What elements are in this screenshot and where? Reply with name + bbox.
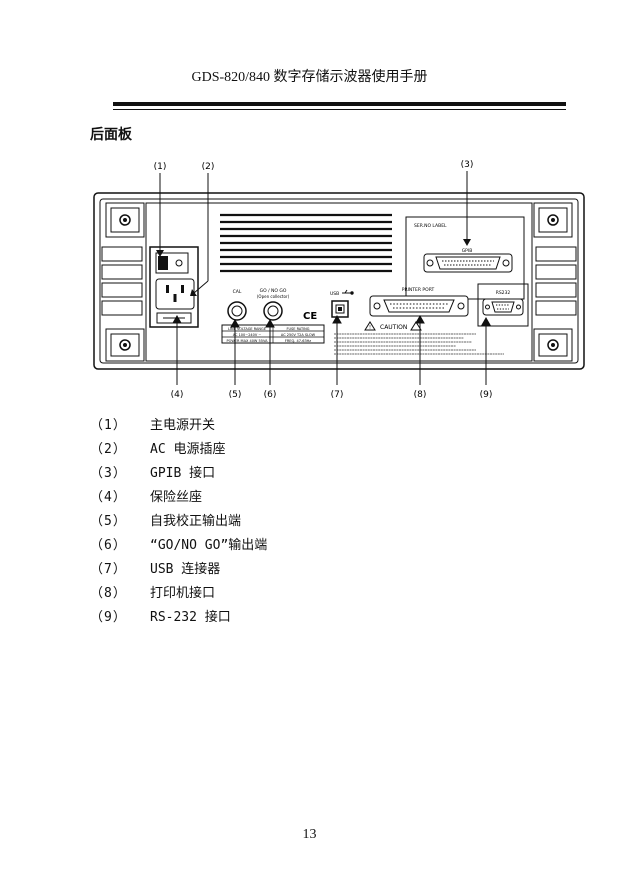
- gpib-label: GPIB: [462, 248, 473, 254]
- list-item: （8） 打印机接口: [90, 582, 267, 606]
- callout-5: (5): [229, 390, 242, 400]
- list-item: （5） 自我校正输出端: [90, 510, 267, 534]
- item-number: （7）: [90, 562, 127, 577]
- list-item: （1） 主电源开关: [90, 414, 267, 438]
- serial-label-text: SER.NO LABEL: [414, 223, 447, 229]
- foot-bottom-right: [533, 328, 573, 362]
- item-text: GPIB 接口: [150, 466, 216, 481]
- callout-6: (6): [264, 390, 277, 400]
- list-item: （2） AC 电源插座: [90, 438, 267, 462]
- item-text: 自我校正输出端: [150, 514, 242, 529]
- chassis-outer: [93, 192, 585, 370]
- callout-1: (1): [154, 162, 167, 172]
- gonogo-sublabel: (Open collector): [257, 294, 290, 299]
- item-number: （6）: [90, 538, 127, 553]
- callout-7: (7): [331, 390, 344, 400]
- list-item: （4） 保险丝座: [90, 486, 267, 510]
- callout-8: (8): [414, 390, 427, 400]
- usb-port: [331, 300, 349, 318]
- spec-cell: AC 250V T2A SLOW: [281, 333, 316, 337]
- usb-label: USB: [330, 291, 339, 297]
- chassis-inner: [99, 198, 579, 364]
- list-item: （6） “GO/NO GO”输出端: [90, 534, 267, 558]
- item-text: RS-232 接口: [150, 610, 231, 625]
- callout-leaders: [172, 314, 491, 385]
- foot-top-right: [533, 202, 573, 238]
- spec-cell: LINE VOLTAGE RANGE: [228, 327, 266, 331]
- item-number: （5）: [90, 514, 127, 529]
- foot-top-left: [105, 202, 145, 238]
- printer-port: [369, 295, 469, 317]
- cal-label: CAL: [233, 289, 242, 295]
- spec-cell: AC 100~240V ~: [233, 333, 262, 337]
- item-text: 保险丝座: [150, 490, 203, 505]
- usb-icon: [342, 289, 354, 295]
- rear-plate: [145, 202, 533, 362]
- item-text: AC 电源插座: [150, 442, 226, 457]
- item-text: 主电源开关: [150, 418, 216, 433]
- section-title: 后面板: [90, 127, 132, 143]
- rear-panel-figure: (1) (2) (3): [84, 153, 594, 406]
- item-number: （9）: [90, 610, 127, 625]
- item-text: 打印机接口: [150, 586, 216, 601]
- gonogo-terminal: [263, 301, 283, 321]
- item-number: （3）: [90, 466, 127, 481]
- item-number: （2）: [90, 442, 127, 457]
- item-text: USB 连接器: [150, 562, 221, 577]
- callout-3: (3): [461, 160, 474, 170]
- side-ribs-right: [535, 246, 577, 316]
- spec-cell: FUSE RATING: [286, 327, 309, 331]
- spec-table: LINE VOLTAGE RANGE FUSE RATING AC 100~24…: [221, 324, 325, 344]
- callout-9: (9): [480, 390, 493, 400]
- cal-terminal: [227, 301, 247, 321]
- list-item: （3） GPIB 接口: [90, 462, 267, 486]
- vent-grille: [220, 213, 392, 273]
- page-number: 13: [302, 827, 317, 842]
- item-number: （1）: [90, 418, 127, 433]
- rs232-frame: [477, 283, 529, 327]
- printer-port-label: PRINTER PORT: [402, 287, 435, 293]
- list-item: （9） RS-232 接口: [90, 606, 267, 630]
- item-text: “GO/NO GO”输出端: [150, 538, 268, 553]
- gpib-connector: [423, 253, 513, 273]
- side-ribs-left: [101, 246, 143, 316]
- rs232-port: [482, 298, 524, 316]
- header-rule-thin: [113, 109, 566, 110]
- gonogo-label: GO / NO GO: [260, 288, 287, 294]
- page-header: GDS-820/840 数字存储示波器使用手册: [191, 70, 428, 85]
- header-rule-thick: [113, 102, 566, 106]
- caution-mark: !: [369, 325, 371, 331]
- legend-list: （1） 主电源开关 （2） AC 电源插座 （3） GPIB 接口 （4） 保险丝座 （…: [90, 414, 267, 630]
- spec-cell: POWER MAX 40W 55VA: [226, 339, 268, 343]
- caution-block: ! CAUTION: [334, 321, 504, 355]
- callout-2: (2): [202, 162, 215, 172]
- spec-cell: FREQ. 47-63Hz: [285, 339, 311, 343]
- item-number: （8）: [90, 586, 127, 601]
- ce-mark: CE: [303, 311, 317, 322]
- rs232-label: RS232: [496, 290, 511, 296]
- callout-4: (4): [171, 390, 184, 400]
- item-number: （4）: [90, 490, 127, 505]
- foot-bottom-left: [105, 328, 145, 362]
- power-module: [149, 246, 199, 328]
- list-item: （7） USB 连接器: [90, 558, 267, 582]
- caution-label: CAUTION: [380, 324, 407, 331]
